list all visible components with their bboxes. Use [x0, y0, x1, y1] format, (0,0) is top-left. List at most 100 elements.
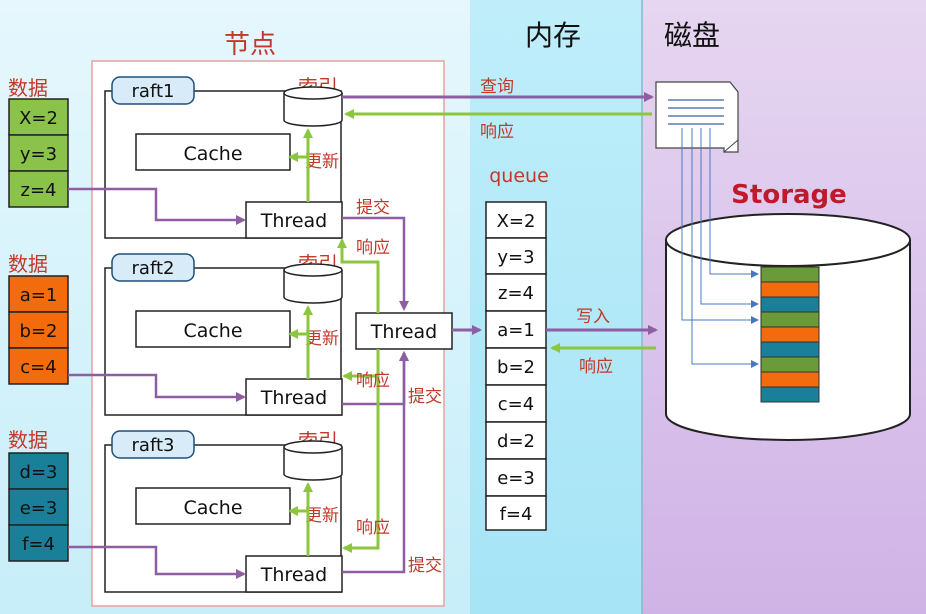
- center-thread-box: [355, 312, 453, 350]
- raft-group-3: raft3 索引 Cache Thread 更新: [104, 429, 343, 593]
- cache-label: Cache: [183, 497, 242, 519]
- cache-box: [135, 310, 291, 348]
- queue-cell: [485, 310, 547, 349]
- queue-item: c=4: [498, 394, 534, 415]
- submit-label: 提交: [356, 198, 390, 218]
- queue-cell: [485, 384, 547, 423]
- cache-label: Cache: [183, 143, 242, 165]
- data-cell-text: e=3: [20, 498, 58, 519]
- queue-item: b=2: [497, 357, 535, 378]
- query-respond-label: 响应: [480, 122, 514, 142]
- raft-group-2: raft2 索引 Cache Thread 更新: [104, 252, 343, 416]
- storage-block: [760, 311, 820, 328]
- cache-box: [135, 133, 291, 171]
- write-label: 写入: [576, 307, 610, 327]
- submit-arrow: [342, 351, 409, 574]
- respond-label: 响应: [356, 238, 390, 258]
- raft-group-1: raft1 索引 Cache Thread 更新: [104, 75, 343, 239]
- node-title: 节点: [224, 30, 276, 60]
- data-cell: [8, 524, 69, 562]
- queue-cell: [485, 273, 547, 312]
- submit-label: 提交: [408, 387, 442, 407]
- data-cell-text: z=4: [21, 180, 57, 201]
- data-cell-text: X=2: [19, 108, 58, 129]
- storage-block: [760, 326, 820, 343]
- storage-block: [760, 386, 820, 403]
- update-label: 更新: [305, 152, 339, 172]
- queue-item: X=2: [497, 211, 536, 232]
- submit-label: 提交: [408, 556, 442, 576]
- raft-thread-label: Thread: [260, 564, 327, 586]
- center-thread-label: Thread: [370, 321, 437, 343]
- data-cell: [8, 347, 69, 385]
- data-cell: [8, 452, 69, 490]
- data-cell-text: d=3: [20, 462, 58, 483]
- query-label: 查询: [480, 77, 514, 97]
- storage-title: Storage: [731, 180, 847, 210]
- storage-block: [760, 356, 820, 373]
- update-label: 更新: [305, 329, 339, 349]
- storage-block: [760, 296, 820, 313]
- respond-arrow: [342, 349, 380, 553]
- index-cylinder-icon: [283, 263, 343, 304]
- queue-cell: [485, 347, 547, 386]
- data-cell-text: a=1: [20, 285, 58, 306]
- queue-item: f=4: [500, 504, 533, 525]
- index-cylinder-icon: [283, 86, 343, 127]
- data-group-3: 数据 d=3 e=3 f=4: [8, 428, 69, 562]
- raft-thread-box: [245, 201, 343, 239]
- file-pointer-lines: [681, 128, 759, 368]
- data-cell-text: f=4: [22, 534, 55, 555]
- raft-thread-label: Thread: [260, 210, 327, 232]
- update-label: 更新: [305, 506, 339, 526]
- data-cell: [8, 170, 69, 208]
- queue: X=2 y=3 z=4 a=1 b=2 c=4 d=2 e=3 f=4: [485, 201, 547, 531]
- queue-cell: [485, 421, 547, 460]
- queue-item: a=1: [497, 320, 535, 341]
- queue-cell: [485, 201, 547, 239]
- raft-name: raft2: [132, 258, 175, 279]
- queue-item: y=3: [497, 247, 534, 268]
- raft-name: raft1: [132, 81, 175, 102]
- disk-title: 磁盘: [664, 19, 720, 52]
- data-to-thread-arrow: [68, 373, 246, 402]
- queue-title: queue: [489, 165, 549, 187]
- data-group-label: 数据: [8, 76, 48, 100]
- raft-name-tag: [111, 430, 195, 459]
- storage-block: [760, 371, 820, 388]
- data-group-1: 数据 X=2 y=3 z=4: [8, 76, 69, 208]
- raft-thread-label: Thread: [260, 387, 327, 409]
- raft-thread-box: [245, 555, 343, 593]
- data-cell: [8, 98, 69, 136]
- data-cell: [8, 311, 69, 349]
- memory-title: 内存: [525, 19, 581, 52]
- index-cylinder-icon: [283, 440, 343, 481]
- storage-block: [760, 281, 820, 298]
- data-cell: [8, 275, 69, 313]
- queue-cell: [485, 495, 547, 531]
- data-cell-text: b=2: [20, 321, 58, 342]
- data-to-thread-arrow: [68, 545, 246, 579]
- respond-label: 响应: [356, 371, 390, 391]
- submit-arrow: [342, 216, 409, 311]
- data-group-label: 数据: [8, 428, 48, 452]
- queue-item: d=2: [497, 431, 535, 452]
- data-group-2: 数据 a=1 b=2 c=4: [8, 252, 69, 385]
- storage-block: [760, 266, 820, 283]
- queue-item: e=3: [497, 468, 535, 489]
- raft-name: raft3: [132, 435, 175, 456]
- queue-item: z=4: [498, 283, 534, 304]
- respond-arrow: [337, 238, 380, 313]
- queue-cell: [485, 458, 547, 497]
- cache-label: Cache: [183, 320, 242, 342]
- write-respond-label: 响应: [579, 357, 613, 377]
- storage-block: [760, 341, 820, 358]
- data-cell-text: c=4: [20, 357, 56, 378]
- data-to-thread-arrow: [68, 187, 246, 225]
- storage-blocks: [760, 266, 820, 403]
- index-file-icon: [655, 81, 739, 153]
- data-cell-text: y=3: [20, 144, 57, 165]
- respond-label: 响应: [356, 518, 390, 538]
- raft-name-tag: [111, 253, 195, 282]
